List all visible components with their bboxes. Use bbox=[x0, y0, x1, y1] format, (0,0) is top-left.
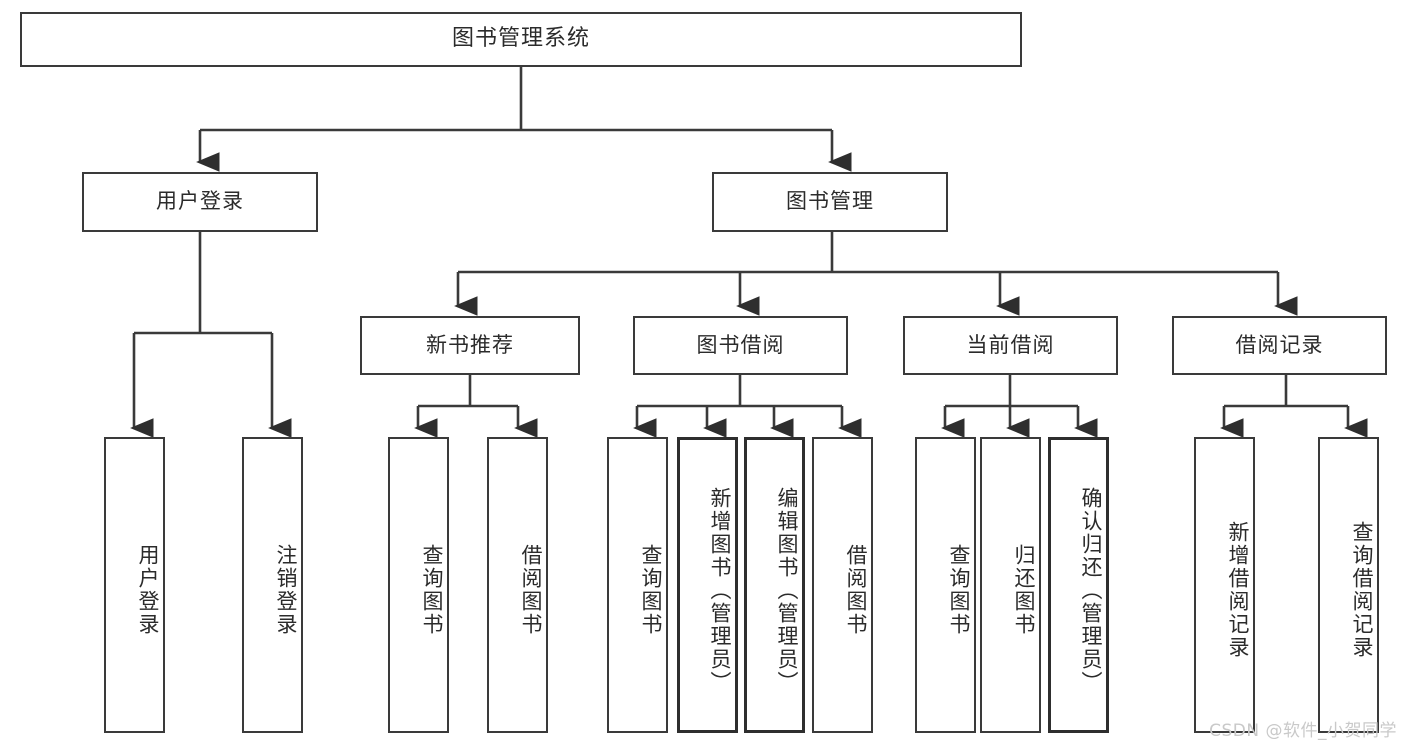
leaf-query-book-recommend[interactable]: 查询图书 bbox=[388, 437, 449, 733]
node-user-login[interactable]: 用户登录 bbox=[82, 172, 318, 232]
node-book-borrow[interactable]: 图书借阅 bbox=[633, 316, 848, 375]
leaf-return-book[interactable]: 归还图书 bbox=[980, 437, 1041, 733]
node-label: 查询图书 bbox=[947, 544, 971, 636]
node-label: 查询图书 bbox=[420, 544, 444, 636]
node-borrow-records[interactable]: 借阅记录 bbox=[1172, 316, 1387, 375]
node-label: 借阅图书 bbox=[519, 544, 543, 636]
node-label: 确认归还（管理员） bbox=[1079, 486, 1103, 694]
leaf-query-book-current[interactable]: 查询图书 bbox=[915, 437, 976, 733]
leaf-query-borrow-record[interactable]: 查询借阅记录 bbox=[1318, 437, 1379, 733]
node-label: 图书管理系统 bbox=[451, 26, 590, 52]
node-new-book-recommend[interactable]: 新书推荐 bbox=[360, 316, 580, 375]
node-label: 借阅图书 bbox=[844, 544, 868, 636]
node-label: 图书借阅 bbox=[696, 332, 785, 357]
node-label: 当前借阅 bbox=[966, 332, 1055, 357]
node-label: 查询图书 bbox=[639, 544, 663, 636]
node-label: 借阅记录 bbox=[1235, 332, 1324, 357]
leaf-edit-book-admin[interactable]: 编辑图书（管理员） bbox=[744, 437, 805, 733]
leaf-query-book-borrow[interactable]: 查询图书 bbox=[607, 437, 668, 733]
csdn-watermark: CSDN @软件_小贺同学 bbox=[1209, 721, 1397, 741]
node-label: 图书管理 bbox=[786, 189, 874, 214]
leaf-confirm-return-admin[interactable]: 确认归还（管理员） bbox=[1048, 437, 1109, 733]
leaf-borrow-book-recommend[interactable]: 借阅图书 bbox=[487, 437, 548, 733]
node-label: 用户登录 bbox=[136, 544, 160, 636]
node-label: 编辑图书（管理员） bbox=[775, 486, 799, 694]
leaf-add-book-admin[interactable]: 新增图书（管理员） bbox=[677, 437, 738, 733]
leaf-add-borrow-record[interactable]: 新增借阅记录 bbox=[1194, 437, 1255, 733]
leaf-borrow-book[interactable]: 借阅图书 bbox=[812, 437, 873, 733]
node-current-borrow[interactable]: 当前借阅 bbox=[903, 316, 1118, 375]
node-root-system[interactable]: 图书管理系统 bbox=[20, 12, 1022, 67]
node-book-management[interactable]: 图书管理 bbox=[712, 172, 948, 232]
leaf-user-login[interactable]: 用户登录 bbox=[104, 437, 165, 733]
node-label: 新书推荐 bbox=[426, 332, 514, 357]
node-label: 归还图书 bbox=[1012, 544, 1036, 636]
node-label: 查询借阅记录 bbox=[1350, 521, 1374, 659]
node-label: 注销登录 bbox=[274, 544, 298, 636]
node-label: 用户登录 bbox=[156, 189, 244, 214]
node-label: 新增借阅记录 bbox=[1226, 521, 1250, 659]
node-label: 新增图书（管理员） bbox=[708, 486, 732, 694]
leaf-user-logout[interactable]: 注销登录 bbox=[242, 437, 303, 733]
